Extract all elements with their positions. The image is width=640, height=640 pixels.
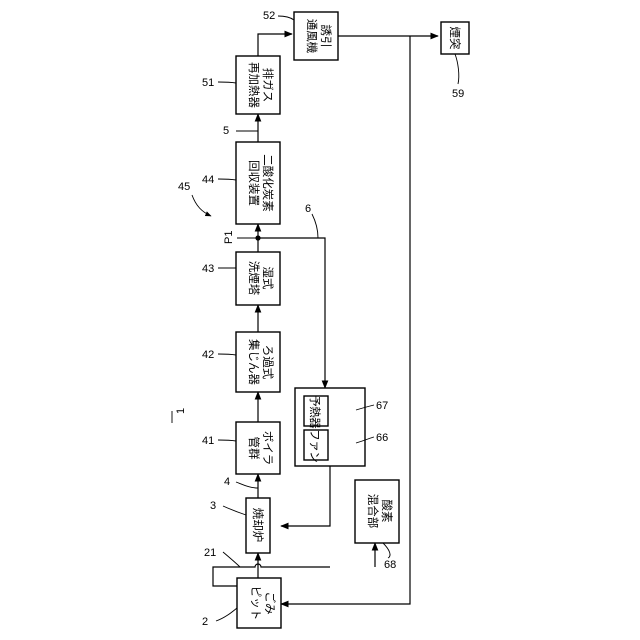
boiler-label-2: 管群: [247, 437, 261, 460]
ref-42: 42: [202, 349, 214, 361]
arrow-45: [192, 195, 211, 216]
ref-4: 4: [224, 476, 230, 488]
induced-fan-label-1: 誘引: [319, 25, 333, 48]
chimney-label: 煙突: [448, 27, 462, 50]
leader-42: [218, 354, 236, 355]
flow-reheater-to-fan: [258, 34, 292, 56]
boiler-label-1: ボイラ: [261, 431, 275, 466]
ref-5: 5: [223, 125, 229, 137]
fan-label-2: ァ: [308, 440, 322, 452]
ref-51: 51: [202, 77, 214, 89]
boiler-block: ボイラ 管群: [236, 422, 280, 474]
ref-45: 45: [178, 181, 190, 193]
preheater-label-1: 予: [308, 395, 322, 407]
flow-fan-to-incinerator: [281, 466, 330, 526]
leader-51: [218, 82, 236, 83]
ref-67: 67: [376, 400, 388, 412]
ref-2: 2: [202, 616, 208, 628]
filter-label-1: ろ過式: [261, 345, 275, 380]
co2-recovery-block: 二酸化炭素 回収装置: [236, 142, 280, 224]
leader-4: [236, 482, 258, 488]
gomi-pit-block: ごみ ピット: [237, 578, 281, 628]
preheater-fan-unit: 予 熱 器 フ ァ ン: [295, 388, 365, 466]
reheater-block: 排ガス 再加熱器: [236, 56, 280, 114]
filter-label-2: 集じん器: [247, 339, 261, 385]
ref-59: 59: [452, 88, 464, 100]
ref-52: 52: [263, 10, 275, 22]
oxygen-mix-label-1: 酸素: [380, 500, 394, 523]
ref-44: 44: [202, 174, 214, 186]
gomi-pit-label-1: ごみ: [263, 592, 277, 615]
leader-41: [218, 440, 236, 441]
junction-p1: [255, 235, 260, 240]
gomi-pit-label-2: ピット: [249, 586, 263, 621]
oxygen-mix-block: 酸素 混合部: [355, 480, 399, 543]
leader-21: [223, 552, 240, 567]
incinerator-label: 焼却炉: [251, 508, 265, 543]
fan-label-3: ン: [308, 451, 322, 463]
induced-fan-block: 誘引 通風機: [294, 12, 338, 60]
incinerator-block: 焼却炉: [246, 498, 270, 553]
oxygen-mix-label-2: 混合部: [366, 494, 380, 529]
leader-68: [383, 543, 390, 558]
ref-41: 41: [202, 435, 214, 447]
induced-fan-label-2: 通風機: [305, 19, 319, 54]
co2-label-2: 回収装置: [247, 160, 261, 206]
ref-p1: P1: [223, 231, 235, 244]
leader-3: [223, 506, 246, 515]
figure-number: 1: [175, 408, 187, 414]
ref-66: 66: [376, 432, 388, 444]
ref-43: 43: [202, 263, 214, 275]
leader-2: [216, 608, 237, 621]
scrubber-block: 湿式 洗煙塔: [236, 252, 280, 305]
preheater-label-3: 器: [308, 417, 322, 429]
filter-block: ろ過式 集じん器: [236, 332, 280, 392]
chimney-block: 煙突: [441, 22, 469, 54]
leader-44: [218, 179, 236, 180]
ref-3: 3: [210, 500, 216, 512]
leader-52: [278, 16, 294, 20]
leader-59: [455, 54, 459, 84]
reheater-label-1: 排ガス: [261, 68, 275, 103]
ref-21: 21: [204, 547, 216, 559]
fan-label-1: フ: [308, 429, 322, 441]
co2-label-1: 二酸化炭素: [261, 154, 275, 212]
leader-6: [312, 214, 318, 238]
scrubber-label-1: 湿式: [261, 267, 275, 290]
scrubber-label-2: 洗煙塔: [247, 261, 261, 296]
reheater-label-2: 再加熱器: [247, 62, 261, 108]
ref-68: 68: [384, 559, 396, 571]
ref-6: 6: [305, 203, 311, 215]
